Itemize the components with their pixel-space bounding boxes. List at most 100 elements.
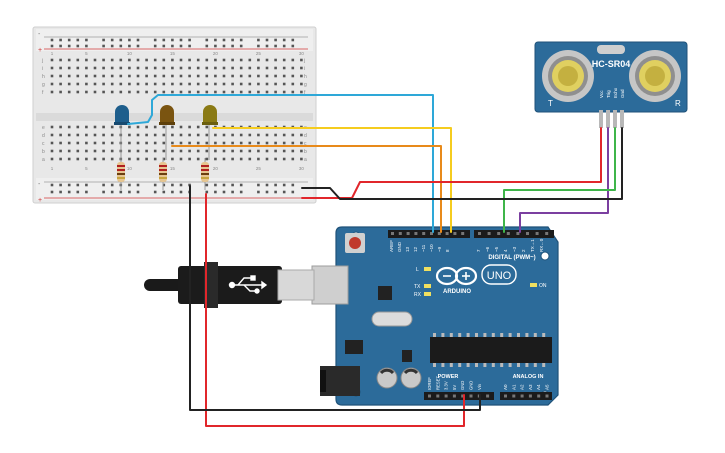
- breadboard-hole: [231, 82, 234, 86]
- sensor-pin-echo[interactable]: [613, 110, 617, 128]
- breadboard-hole: [257, 82, 260, 86]
- digital-pin-label: 7: [476, 249, 481, 252]
- arduino-board[interactable]: L TX RX ON ARDUINO UNO DIGITAL (PWM~) PO…: [311, 226, 559, 406]
- digital-pin-label: RX←0: [539, 238, 544, 252]
- breadboard-hole: [85, 149, 88, 153]
- sensor-pin-trig[interactable]: [606, 110, 610, 128]
- breadboard-hole: [110, 74, 114, 78]
- breadboard-hole: [102, 82, 105, 86]
- resistor-2[interactable]: [159, 158, 167, 190]
- wire-yellow-pin11[interactable]: [212, 127, 452, 233]
- row-letter-right: h: [304, 74, 307, 80]
- rail-hole: [231, 44, 234, 48]
- breadboard-hole: [205, 82, 209, 86]
- led-on: [530, 283, 537, 287]
- breadboard-hole: [282, 82, 286, 86]
- usb-cable[interactable]: [144, 262, 315, 308]
- breadboard-hole: [222, 149, 226, 153]
- wire-red-sensor-vcc[interactable]: [301, 127, 602, 199]
- header-hole: [461, 394, 465, 398]
- rail-hole: [282, 190, 286, 194]
- breadboard-hole: [179, 141, 183, 145]
- breadboard-hole: [248, 133, 252, 137]
- breadboard-hole: [145, 125, 148, 129]
- mcu-pin: [525, 333, 529, 337]
- breadboard-hole: [128, 149, 131, 153]
- breadboard-hole: [145, 141, 148, 145]
- breadboard-hole: [188, 141, 191, 145]
- power-header[interactable]: [424, 392, 494, 400]
- breadboard-hole: [196, 133, 200, 137]
- breadboard-hole: [136, 133, 140, 137]
- rail-hole: [76, 38, 80, 42]
- led-yellow[interactable]: [202, 105, 218, 160]
- digital-header-high[interactable]: [388, 230, 470, 238]
- wire-black-sensor-gnd[interactable]: [301, 127, 623, 200]
- digital-header-low[interactable]: [474, 230, 554, 238]
- sensor-pin-vcc[interactable]: [599, 110, 603, 128]
- sensor-pin-gnd[interactable]: [620, 110, 624, 128]
- wire-blue-pin12[interactable]: [127, 94, 434, 233]
- wire-orange-pin10[interactable]: [171, 145, 442, 233]
- rail-hole: [59, 183, 62, 187]
- breadboard-hole: [128, 133, 131, 137]
- column-number-bottom: 1: [51, 166, 54, 171]
- breadboard-hole: [231, 157, 234, 161]
- header-hole: [437, 232, 441, 235]
- led-brown[interactable]: [159, 105, 175, 160]
- wire-purple-sensor-trig[interactable]: [519, 127, 609, 233]
- wire-green-sensor-echo[interactable]: [503, 127, 616, 233]
- breadboard-hole: [162, 58, 166, 62]
- led-tx: [424, 284, 431, 288]
- breadboard-hole: [67, 133, 71, 137]
- resistor-1[interactable]: [117, 158, 125, 190]
- breadboard-hole: [222, 141, 226, 145]
- breadboard-hole: [162, 141, 166, 145]
- analog-header[interactable]: [500, 392, 552, 400]
- breadboard-hole: [214, 133, 217, 137]
- breadboard-hole: [188, 125, 191, 129]
- breadboard-hole: [145, 149, 148, 153]
- breadboard-hole: [85, 133, 88, 137]
- resistor-3[interactable]: [201, 158, 209, 190]
- breadboard-hole: [239, 90, 243, 94]
- breadboard-hole: [248, 90, 252, 94]
- breadboard-hole: [59, 133, 62, 137]
- breadboard-hole: [136, 125, 140, 129]
- rail-hole: [153, 190, 157, 194]
- led-blue[interactable]: [114, 105, 130, 160]
- breadboard-hole: [239, 82, 243, 86]
- breadboard-hole: [50, 125, 54, 129]
- rail-hole: [214, 190, 217, 194]
- digital-pin-label: ~3: [512, 246, 517, 252]
- breadboard-hole: [128, 58, 131, 62]
- breadboard-hole: [205, 90, 209, 94]
- breadboard-hole: [102, 74, 105, 78]
- wire-black-gnd[interactable]: [189, 185, 481, 411]
- power-pin-label: GND: [460, 381, 465, 390]
- breadboard-hole: [76, 90, 80, 94]
- header-hole: [504, 394, 507, 398]
- breadboard-hole: [214, 149, 217, 153]
- breadboard-hole: [162, 149, 166, 153]
- breadboard-hole: [59, 141, 62, 145]
- rail-hole: [119, 44, 123, 48]
- breadboard-hole: [214, 157, 217, 161]
- dc-power-jack[interactable]: [320, 366, 360, 396]
- breadboard-hole: [188, 82, 191, 86]
- ultrasonic-sensor[interactable]: HC-SR04 T R Vcc Trig Echo Gnd: [534, 41, 688, 128]
- breadboard-hole: [59, 157, 62, 161]
- mcu-pin: [441, 363, 445, 367]
- rail-hole: [85, 183, 88, 187]
- breadboard-hole: [231, 66, 234, 70]
- power-header-label: POWER: [438, 374, 459, 380]
- header-hole: [516, 232, 520, 235]
- breadboard-hole: [248, 141, 252, 145]
- sensor-pin-label-gnd: Gnd: [620, 89, 625, 98]
- breadboard-hole: [162, 90, 166, 94]
- usb-port[interactable]: [311, 265, 349, 305]
- arduino-logo: [435, 266, 478, 286]
